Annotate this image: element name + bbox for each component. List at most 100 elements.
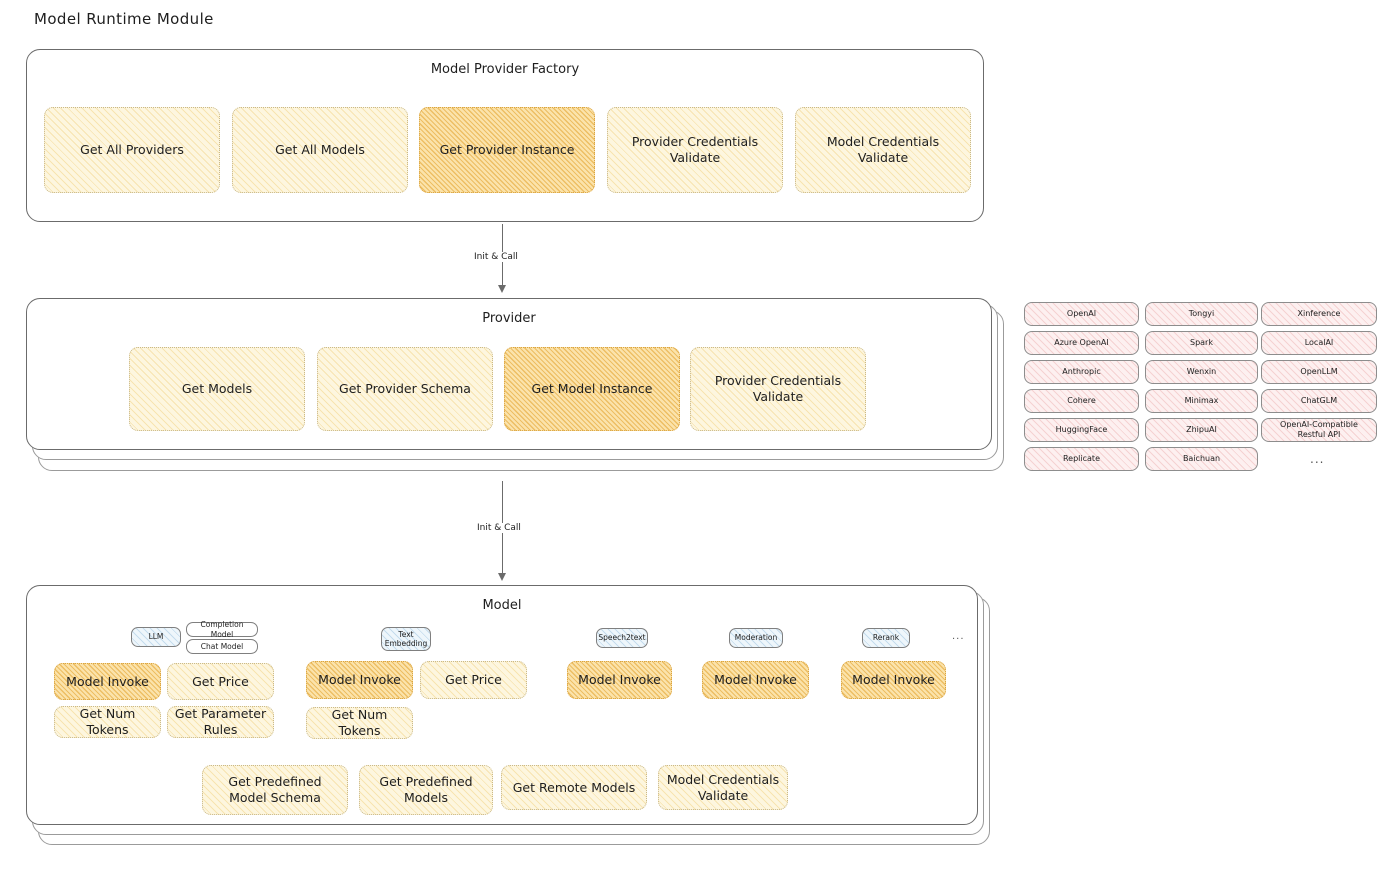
- box-label: Text Embedding: [384, 629, 428, 648]
- box-label: Get Num Tokens: [79, 706, 136, 737]
- provider-chip-openllm[interactable]: OpenLLM: [1261, 360, 1377, 384]
- box-label: Get Provider Instance: [439, 142, 575, 158]
- box-label: Get Predefined Model Schema: [228, 774, 322, 805]
- box-label: ChatGLM: [1300, 396, 1338, 405]
- factory-item-provider-credentials-validate[interactable]: Provider Credentials Validate: [607, 107, 783, 193]
- model-type-chip-text-embedding[interactable]: Text Embedding: [381, 627, 431, 651]
- box-label: ZhipuAI: [1186, 425, 1217, 434]
- arrow-provider-to-model-head: [498, 573, 506, 581]
- box-label: Model Invoke: [578, 672, 661, 688]
- box-label: Model Invoke: [714, 672, 797, 688]
- box-label: Get All Models: [275, 142, 365, 158]
- box-label: Rerank: [872, 633, 900, 643]
- box-label: Baichuan: [1182, 454, 1221, 463]
- model-method-llm-get-price[interactable]: Get Price: [167, 663, 274, 700]
- box-label: OpenAI-Compatible Restful API: [1280, 420, 1358, 439]
- box-label: Anthropic: [1062, 367, 1101, 376]
- model-method-text-embedding-get-num-tokens[interactable]: Get Num Tokens: [306, 707, 413, 739]
- factory-item-get-all-providers[interactable]: Get All Providers: [44, 107, 220, 193]
- box-label: OpenAI: [1066, 309, 1097, 318]
- box-label: Get Num Tokens: [331, 707, 388, 738]
- provider-chip-azure-openai[interactable]: Azure OpenAI: [1024, 331, 1139, 355]
- model-common-method-get-predefined-models[interactable]: Get Predefined Models: [359, 765, 493, 815]
- model-types-more: ...: [952, 631, 965, 642]
- box-label: Completion Model: [200, 620, 244, 639]
- provider-chip-wenxin[interactable]: Wenxin: [1145, 360, 1258, 384]
- model-method-llm-model-invoke[interactable]: Model Invoke: [54, 663, 161, 700]
- model-type-chip-speech2text[interactable]: Speech2text: [596, 628, 648, 648]
- provider-title: Provider: [482, 311, 536, 326]
- provider-chip-baichuan[interactable]: Baichuan: [1145, 447, 1258, 471]
- box-label: Replicate: [1062, 454, 1100, 463]
- box-label: Get Model Instance: [531, 381, 653, 397]
- box-label: Get Provider Schema: [339, 381, 471, 397]
- provider-item-get-model-instance[interactable]: Get Model Instance: [504, 347, 680, 431]
- box-label: OpenLLM: [1300, 367, 1338, 376]
- box-label: Get Price: [192, 673, 249, 689]
- model-method-text-embedding-model-invoke[interactable]: Model Invoke: [306, 661, 413, 699]
- provider-chip-openai[interactable]: OpenAI: [1024, 302, 1139, 326]
- box-label: Provider Credentials Validate: [714, 373, 842, 404]
- provider-chip-xinference[interactable]: Xinference: [1261, 302, 1377, 326]
- provider-chip-openai-compatible-restful-api[interactable]: OpenAI-Compatible Restful API: [1261, 418, 1377, 442]
- model-type-chip-moderation[interactable]: Moderation: [729, 628, 783, 648]
- box-label: Get Parameter Rules: [174, 706, 267, 737]
- box-label: Speech2text: [598, 633, 646, 643]
- model-common-method-model-credentials-validate[interactable]: Model Credentials Validate: [658, 765, 788, 810]
- box-label: LocalAI: [1304, 338, 1334, 347]
- provider-chip-replicate[interactable]: Replicate: [1024, 447, 1139, 471]
- provider-chip-tongyi[interactable]: Tongyi: [1145, 302, 1258, 326]
- page-title: Model Runtime Module: [34, 10, 214, 28]
- box-label: Get Price: [445, 672, 502, 688]
- model-method-speech2text-model-invoke[interactable]: Model Invoke: [567, 661, 672, 699]
- provider-chip-anthropic[interactable]: Anthropic: [1024, 360, 1139, 384]
- arrow-factory-to-provider-head: [498, 285, 506, 293]
- provider-item-get-provider-schema[interactable]: Get Provider Schema: [317, 347, 493, 431]
- box-label: Chat Model: [200, 641, 244, 651]
- model-type-chip-rerank[interactable]: Rerank: [862, 628, 910, 648]
- model-method-rerank-model-invoke[interactable]: Model Invoke: [841, 661, 946, 699]
- box-label: Tongyi: [1188, 309, 1215, 318]
- box-label: Moderation: [734, 633, 778, 643]
- box-label: Model Credentials Validate: [826, 134, 940, 165]
- box-label: LLM: [148, 632, 164, 642]
- box-label: Azure OpenAI: [1054, 338, 1109, 347]
- box-label: Model Invoke: [852, 672, 935, 688]
- model-title: Model: [482, 598, 522, 613]
- model-subtype-completion-model[interactable]: Completion Model: [186, 620, 258, 639]
- box-label: Spark: [1190, 338, 1213, 347]
- box-label: Model Credentials Validate: [666, 771, 780, 803]
- box-label: Model Invoke: [66, 673, 149, 689]
- model-common-method-get-predefined-model-schema[interactable]: Get Predefined Model Schema: [202, 765, 348, 815]
- factory-item-get-provider-instance[interactable]: Get Provider Instance: [419, 107, 595, 193]
- model-type-chip-llm[interactable]: LLM: [131, 627, 181, 647]
- factory-item-get-all-models[interactable]: Get All Models: [232, 107, 408, 193]
- provider-item-get-models[interactable]: Get Models: [129, 347, 305, 431]
- box-label: Get Predefined Models: [379, 774, 473, 805]
- model-method-llm-get-num-tokens[interactable]: Get Num Tokens: [54, 706, 161, 738]
- model-subtype-chat-model[interactable]: Chat Model: [186, 639, 258, 654]
- box-label: HuggingFace: [1055, 425, 1108, 434]
- model-method-text-embedding-get-price[interactable]: Get Price: [420, 661, 527, 699]
- model-common-method-get-remote-models[interactable]: Get Remote Models: [501, 765, 647, 810]
- provider-chip-zhipuai[interactable]: ZhipuAI: [1145, 418, 1258, 442]
- box-label: Wenxin: [1186, 367, 1217, 376]
- factory-item-model-credentials-validate[interactable]: Model Credentials Validate: [795, 107, 971, 193]
- provider-chip-chatglm[interactable]: ChatGLM: [1261, 389, 1377, 413]
- provider-chip-localai[interactable]: LocalAI: [1261, 331, 1377, 355]
- box-label: Get Remote Models: [512, 779, 636, 795]
- model-method-llm-get-parameter-rules[interactable]: Get Parameter Rules: [167, 706, 274, 738]
- provider-chip-minimax[interactable]: Minimax: [1145, 389, 1258, 413]
- model-method-moderation-model-invoke[interactable]: Model Invoke: [702, 661, 809, 699]
- provider-chip-huggingface[interactable]: HuggingFace: [1024, 418, 1139, 442]
- provider-list-more: ...: [1310, 452, 1325, 466]
- box-label: Provider Credentials Validate: [631, 134, 759, 165]
- provider-chip-cohere[interactable]: Cohere: [1024, 389, 1139, 413]
- model-provider-factory-title: Model Provider Factory: [430, 62, 580, 77]
- arrow-factory-to-provider-label: Init & Call: [471, 252, 521, 262]
- provider-item-provider-credentials-validate[interactable]: Provider Credentials Validate: [690, 347, 866, 431]
- box-label: Get All Providers: [80, 142, 184, 158]
- provider-chip-spark[interactable]: Spark: [1145, 331, 1258, 355]
- box-label: Minimax: [1184, 396, 1219, 405]
